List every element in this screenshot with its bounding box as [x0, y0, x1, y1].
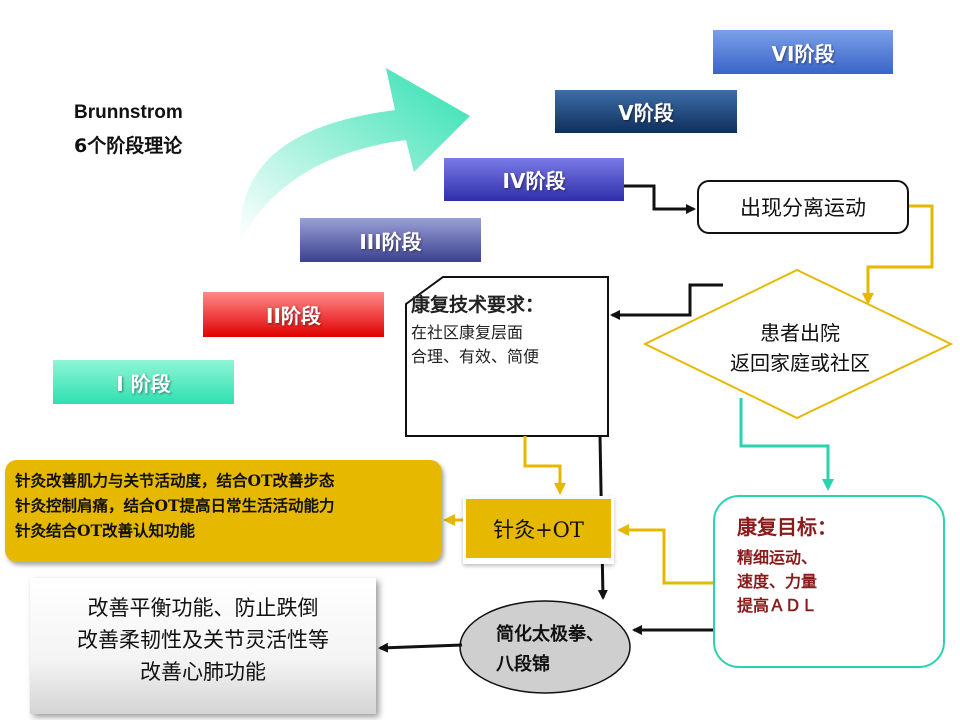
discharge-line-2: 返回家庭或社区 [730, 351, 870, 375]
goal-title: 康复目标： [737, 515, 837, 539]
acupuncture-effects-box: 针灸改善肌力与关节活动度，结合OT改善步态 针灸控制肩痛，结合OT提高日常生活活… [5, 460, 442, 562]
requirement-line-2: 合理、有效、简便 [411, 347, 540, 366]
taichi-line-2: 八段锦 [496, 654, 550, 675]
results-box: 改善平衡功能、防止跌倒 改善柔韧性及关节灵活性等 改善心肺功能 [30, 578, 376, 714]
result-line: 改善心肺功能 [140, 660, 266, 684]
goal-line: 精细运动、 [737, 548, 818, 567]
separation-movement-box: 出现分离运动 [697, 180, 909, 234]
requirement-box: 康复技术要求： 在社区康复层面 合理、有效、简便 [411, 290, 601, 369]
effect-line: 针灸控制肩痛，结合OT提高日常生活活动能力 [15, 496, 335, 515]
requirement-box-shape [405, 276, 609, 437]
stage-3-bar: III阶段 [300, 218, 481, 262]
requirement-line-1: 在社区康复层面 [411, 323, 524, 342]
requirement-title: 康复技术要求： [411, 294, 545, 316]
effect-line: 针灸改善肌力与关节活动度，结合OT改善步态 [15, 471, 335, 490]
taichi-ellipse [459, 600, 631, 694]
stage-2-bar: II阶段 [203, 292, 384, 337]
result-line: 改善柔韧性及关节灵活性等 [77, 628, 329, 652]
stage-1-bar: I 阶段 [53, 360, 234, 404]
connector-goal-to-acupuncture [617, 524, 713, 585]
connector-discharge-to-goal [739, 398, 834, 491]
stage-5-bar: V阶段 [555, 90, 737, 133]
theory-title: Brunnstrom [74, 102, 183, 123]
effect-line: 针灸结合OT改善认知功能 [15, 521, 196, 540]
discharge-line-1: 患者出院 [760, 321, 840, 345]
connector-stage4-to-separation [607, 184, 696, 214]
acupuncture-ot-label: 针灸+OT [466, 499, 611, 558]
stage-6-bar: VI阶段 [713, 30, 893, 74]
goal-line: 速度、力量 [737, 572, 818, 591]
progress-arrow-icon [239, 68, 470, 240]
connector-discharge-to-requirement [610, 283, 723, 320]
connector-requirement-to-acupuncture [523, 436, 566, 495]
connector-separation-to-discharge [862, 204, 934, 305]
taichi-line-1: 简化太极拳、 [496, 624, 604, 645]
rehab-goal-box: 康复目标： 精细运动、 速度、力量 提高ＡＤＬ [713, 495, 945, 668]
connector-taichi-to-results [378, 642, 463, 653]
goal-line: 提高ＡＤＬ [737, 596, 818, 615]
stage-4-bar: IV阶段 [444, 158, 624, 201]
discharge-diamond [642, 268, 954, 420]
theory-subtitle: 6个阶段理论 [74, 135, 183, 157]
acupuncture-ot-box: 针灸+OT [463, 496, 614, 564]
result-line: 改善平衡功能、防止跌倒 [87, 596, 319, 620]
